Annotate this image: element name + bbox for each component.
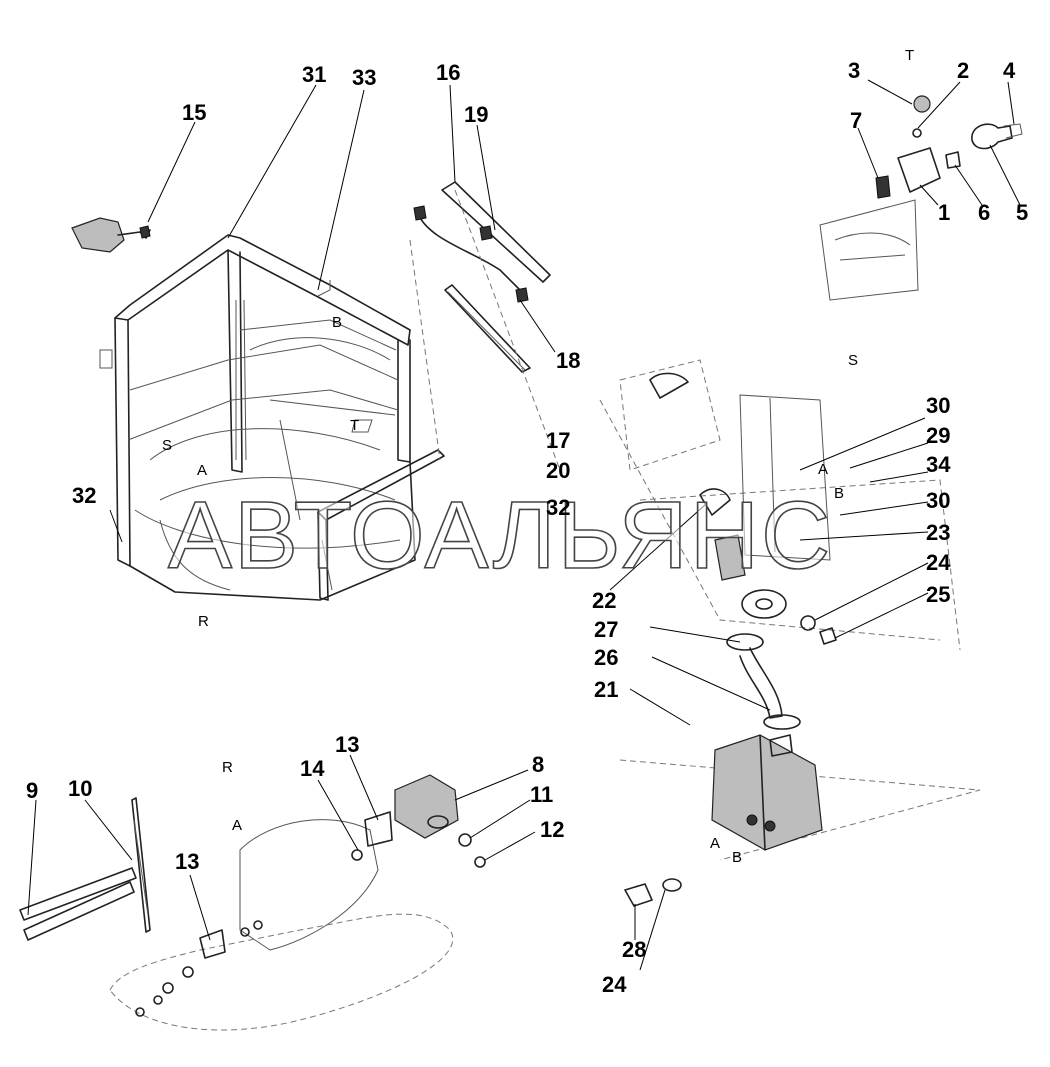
callout-24-upper: 24 — [926, 550, 951, 575]
callout-30-top: 30 — [926, 393, 950, 418]
callout-13-upper: 13 — [335, 732, 359, 757]
callout-14: 14 — [300, 756, 325, 781]
callout-29: 29 — [926, 423, 950, 448]
view-letter-a-tank: A — [710, 835, 720, 852]
callout-11: 11 — [530, 782, 553, 807]
callout-25: 25 — [926, 582, 950, 607]
callout-7: 7 — [850, 108, 862, 133]
callout-34: 34 — [926, 452, 951, 477]
callout-18: 18 — [556, 348, 580, 373]
callout-8: 8 — [532, 752, 544, 777]
view-letter-a-bottom: A — [232, 817, 242, 834]
callout-3: 3 — [848, 58, 860, 83]
callout-6: 6 — [978, 200, 990, 225]
leader-lines — [27, 79, 1021, 971]
view-letter-a-cab: A — [197, 462, 207, 479]
callout-20: 20 — [546, 458, 570, 483]
callout-1: 1 — [938, 200, 950, 225]
callout-26: 26 — [594, 645, 618, 670]
watermark: АВТОАЛЬЯНС — [168, 482, 832, 589]
callout-30-bottom: 30 — [926, 488, 950, 513]
callout-31: 31 — [302, 62, 326, 87]
view-letter-b-cab: B — [332, 314, 342, 331]
callout-19: 19 — [464, 102, 488, 127]
wiper-arm-assembly — [409, 181, 561, 471]
callout-12: 12 — [540, 817, 564, 842]
callout-16: 16 — [436, 60, 460, 85]
callout-32-left: 32 — [72, 483, 96, 508]
callout-4: 4 — [1003, 58, 1016, 83]
callout-21: 21 — [594, 677, 618, 702]
view-letter-r-cab: R — [198, 613, 209, 630]
callout-labels: 31 33 16 19 15 18 17 20 32 32 3 2 4 7 1 … — [26, 58, 1028, 997]
callout-32-front: 32 — [546, 495, 570, 520]
callout-5: 5 — [1016, 200, 1028, 225]
view-letter-s-right: S — [848, 352, 858, 369]
washer-assembly — [599, 359, 981, 907]
callout-10: 10 — [68, 776, 92, 801]
view-letter-t-cab: T — [350, 417, 359, 434]
callout-23: 23 — [926, 520, 950, 545]
rear-wiper-assembly — [19, 774, 486, 1031]
detail-t — [819, 95, 1023, 301]
view-letter-a-washer: A — [818, 461, 828, 478]
callout-33: 33 — [352, 65, 376, 90]
callout-13-lower: 13 — [175, 849, 199, 874]
callout-15: 15 — [182, 100, 206, 125]
callout-17: 17 — [546, 428, 570, 453]
cab-frame — [99, 234, 445, 601]
view-letter-b-washer: B — [834, 485, 844, 502]
view-letter-r-bottom: R — [222, 759, 233, 776]
callout-9: 9 — [26, 778, 38, 803]
view-letters: T B S A T R S A B R A A B — [162, 47, 914, 866]
callout-22: 22 — [592, 588, 616, 613]
view-letter-s-cab: S — [162, 437, 172, 454]
callout-27: 27 — [594, 617, 618, 642]
view-letter-b-tank: B — [732, 849, 742, 866]
wiper-motor — [71, 217, 151, 253]
callout-24-lower: 24 — [602, 972, 627, 997]
callout-28: 28 — [622, 937, 646, 962]
view-letter-t-top: T — [905, 47, 914, 64]
callout-2: 2 — [957, 58, 969, 83]
